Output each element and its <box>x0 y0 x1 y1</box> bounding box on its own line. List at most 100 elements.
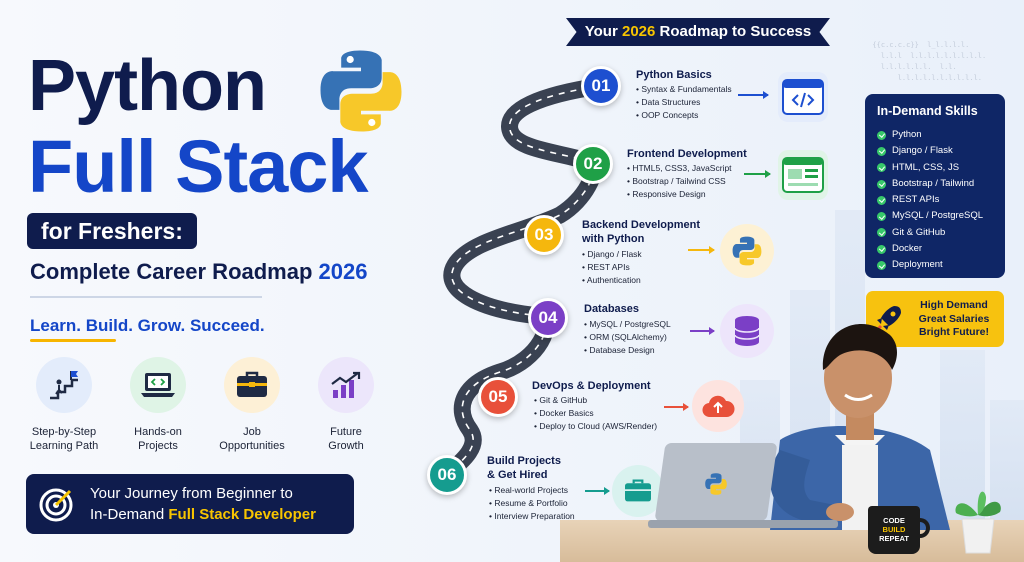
step-item: • Responsive Design <box>627 189 706 199</box>
journey-highlight: Full Stack Developer <box>168 506 316 523</box>
journey-line2-prefix: In-Demand <box>90 506 169 523</box>
skill-item: Bootstrap / Tailwind <box>877 176 983 192</box>
step-item: • Real-world Projects <box>489 485 569 495</box>
check-icon <box>877 195 886 205</box>
code-window-icon <box>778 72 828 122</box>
feature-step-by-step: Step-by-Step Learning Path <box>14 357 114 453</box>
step-item: • Database Design <box>584 345 655 355</box>
step-badge-01: 01 <box>581 66 621 106</box>
journey-box: Your Journey from Beginner to In-Demand … <box>26 474 354 534</box>
tagline-underline <box>30 339 116 342</box>
mug-handle <box>918 518 930 538</box>
skill-label: Django / Flask <box>892 145 953 157</box>
journey-line2: In-Demand Full Stack Developer <box>90 506 316 523</box>
skill-item: HTML, CSS, JS <box>877 160 983 176</box>
check-icon <box>877 163 886 173</box>
step-title-01: Python Basics <box>636 69 712 81</box>
skill-item: REST APIs <box>877 192 983 208</box>
plant-decoration <box>955 491 1001 554</box>
mug-line: CODE <box>883 516 905 525</box>
step-item: • MySQL / PostgreSQL <box>584 319 671 329</box>
step-badge-05: 05 <box>478 377 518 417</box>
mug-line: REPEAT <box>879 534 909 543</box>
subtitle: Complete Career Roadmap 2026 <box>30 259 367 285</box>
step-item: • Deploy to Cloud (AWS/Render) <box>534 421 658 431</box>
feature-job: Job Opportunities <box>202 357 302 453</box>
check-icon <box>877 146 886 156</box>
step-items-03: • Django / Flask • REST APIs • Authentic… <box>582 248 642 287</box>
for-freshers-pill: for Freshers: <box>27 213 197 249</box>
skills-title: In-Demand Skills <box>877 104 978 118</box>
step-arrow <box>744 170 771 177</box>
step-arrow <box>664 403 689 410</box>
tagline: Learn. Build. Grow. Succeed. <box>30 316 265 335</box>
subtitle-text: Complete Career Roadmap <box>30 259 319 284</box>
headline-python: Python <box>28 46 267 126</box>
step-arrow <box>738 91 769 98</box>
journey-line1: Your Journey from Beginner to <box>90 485 293 502</box>
skill-item: Deployment <box>877 257 983 273</box>
step-item: • Syntax & Fundamentals <box>636 84 732 94</box>
step-item: • REST APIs <box>582 262 630 272</box>
step-item: • Authentication <box>582 275 641 285</box>
check-icon <box>877 244 886 254</box>
step-item: • Git & GitHub <box>534 395 588 405</box>
stairs-flag-icon <box>36 357 92 413</box>
skill-label: Git & GitHub <box>892 226 946 238</box>
demand-line: Great Salaries <box>918 312 990 325</box>
in-demand-skills-panel: In-Demand Skills Python Django / Flask H… <box>865 94 1005 278</box>
step-item: • Data Structures <box>636 97 701 107</box>
demand-line: Bright Future! <box>919 326 989 338</box>
step-badge-04: 04 <box>528 298 568 338</box>
cloud-upload-icon <box>692 380 744 432</box>
skill-label: Docker <box>892 243 923 255</box>
skyline-building <box>940 350 985 520</box>
feature-growth: Future Growth <box>296 357 396 453</box>
skills-list: Python Django / Flask HTML, CSS, JS Boot… <box>877 127 983 274</box>
banner-prefix: Your <box>584 23 622 40</box>
feature-label: Hands-on Projects <box>134 426 182 452</box>
skill-label: HTML, CSS, JS <box>892 161 960 173</box>
demand-text: High Demand Great Salaries Bright Future… <box>908 299 1000 340</box>
skill-label: Python <box>892 129 922 140</box>
step-item: • Django / Flask <box>582 249 642 259</box>
banner-suffix: Roadmap to Success <box>655 23 812 40</box>
feature-label: Job Opportunities <box>219 426 285 452</box>
skill-item: Python <box>877 127 983 143</box>
skill-label: REST APIs <box>892 194 940 206</box>
skill-label: Bootstrap / Tailwind <box>892 177 975 189</box>
feature-label: Future Growth <box>328 426 364 452</box>
skill-item: Docker <box>877 241 983 257</box>
step-items-05: • Git & GitHub • Docker Basics • Deploy … <box>534 394 657 433</box>
laptop-base <box>648 520 838 528</box>
step-title-05: DevOps & Deployment <box>532 380 651 392</box>
check-icon <box>877 130 886 140</box>
step-badge-06: 06 <box>427 455 467 495</box>
step-badge-03: 03 <box>524 215 564 255</box>
check-icon <box>877 228 886 238</box>
laptop-code-icon <box>130 357 186 413</box>
demand-line: High Demand <box>920 299 988 311</box>
skill-label: Deployment <box>892 259 943 271</box>
step-items-06: • Real-world Projects • Resume & Portfol… <box>489 484 575 523</box>
feature-hands-on: Hands-on Projects <box>108 357 208 453</box>
step-items-01: • Syntax & Fundamentals • Data Structure… <box>636 83 732 122</box>
banner-year: 2026 <box>621 23 656 40</box>
step-items-04: • MySQL / PostgreSQL • ORM (SQLAlchemy) … <box>584 318 671 357</box>
step-item: • HTML5, CSS3, JavaScript <box>627 163 732 173</box>
mug-line: BUILD <box>882 525 906 534</box>
step-item: • Interview Preparation <box>489 511 575 521</box>
target-icon <box>39 488 73 522</box>
step-title-04: Databases <box>584 303 640 315</box>
skill-item: MySQL / PostgreSQL <box>877 208 983 224</box>
growth-chart-icon <box>318 357 374 413</box>
background-code-text: {{c.c.c.c}} l_l.l.l.l. l.l.l l.l.l.l.l.l… <box>872 41 987 82</box>
step-item: • Bootstrap / Tailwind CSS <box>627 176 726 186</box>
check-icon <box>877 261 886 271</box>
step-item: • ORM (SQLAlchemy) <box>584 332 667 342</box>
step-title-02: Frontend Development <box>627 148 747 160</box>
step-items-02: • HTML5, CSS3, JavaScript • Bootstrap / … <box>627 162 732 201</box>
